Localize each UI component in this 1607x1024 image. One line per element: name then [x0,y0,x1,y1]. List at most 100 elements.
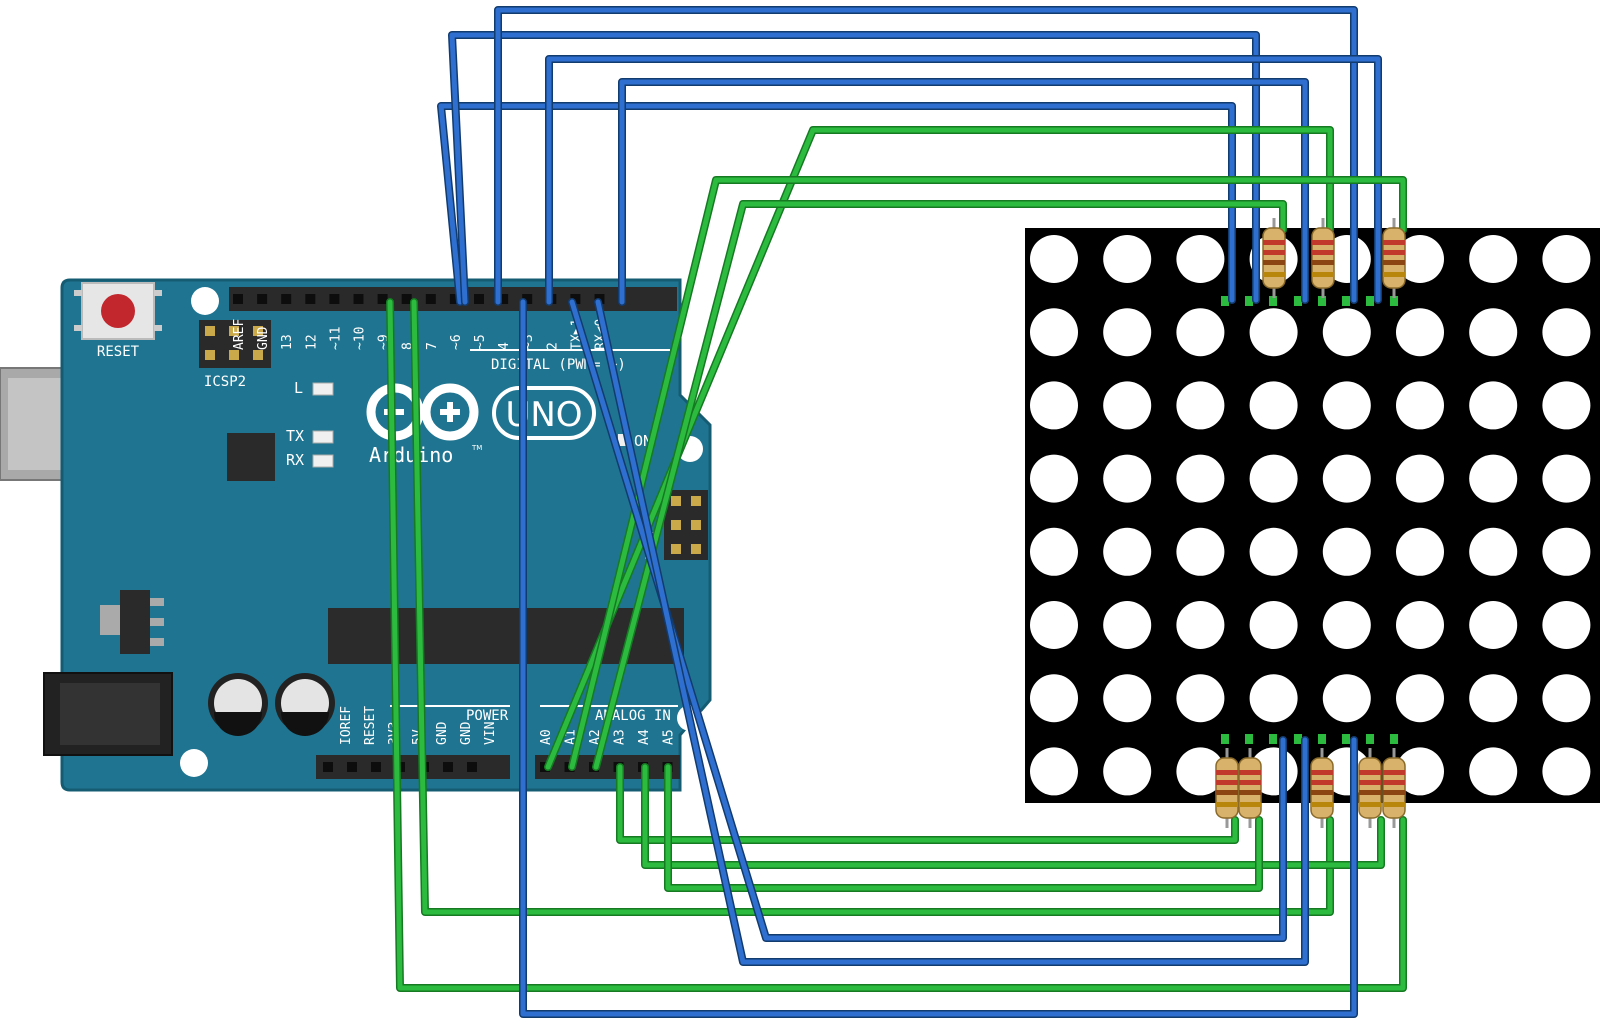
jumper-wire [619,79,1308,305]
uno-label: UNO [505,395,582,435]
matrix-led [1322,527,1371,576]
jumper-wire [593,201,1286,770]
header-pin [257,294,268,304]
pin-label: A3 [613,729,628,745]
header-pin [570,294,581,304]
matrix-led [1396,601,1444,649]
matrix-pin [1390,296,1398,306]
header-pin [305,294,316,304]
header-pin [522,294,533,304]
header-pin [323,762,333,772]
jumper-wire [520,299,1357,1017]
header-pin [233,294,243,304]
jumper-wire [642,764,1384,868]
reset-button[interactable] [74,282,162,340]
led-rx-label: RX [286,451,304,469]
pin-label: AREF [232,319,247,350]
tm-mark: TM [471,444,482,452]
matrix-led [1469,454,1518,503]
matrix-led [1542,674,1591,723]
matrix-pin [1269,296,1277,306]
resistor [1215,748,1239,828]
pin-label: ~5 [473,334,488,350]
digital-header [229,287,677,311]
jumper-wires [386,6,1407,1018]
matrix-led [1249,527,1298,576]
matrix-bottom-pins [1221,734,1398,744]
resistor [1238,748,1262,828]
matrix-led [1396,527,1444,576]
matrix-led [1103,674,1152,723]
matrix-led [1542,747,1591,796]
matrix-led [1542,454,1591,503]
matrix-led [1176,747,1225,796]
pin-label: VIN [483,722,498,745]
analog-header [535,755,680,779]
pin-label: 12 [304,334,319,350]
power-header [316,755,510,779]
jumper-wire [495,7,1357,305]
header-pin [353,294,364,304]
matrix-pin [1342,734,1350,744]
matrix-led [1469,527,1518,576]
matrix-pin [1318,296,1326,306]
resistor [1310,748,1334,828]
pin-label: ~6 [449,334,464,350]
header-pin [401,294,412,304]
reset-label: RESET [97,344,140,360]
matrix-led [1103,235,1152,283]
matrix-led [1469,601,1518,649]
matrix-led [1396,235,1444,283]
matrix-led [1322,308,1371,357]
pin-label: GND [435,721,450,745]
jumper-wire [665,764,1262,891]
matrix-led [1176,308,1225,357]
matrix-led [1103,601,1152,649]
pin-label: RESET [363,706,378,745]
matrix-led [1249,674,1298,723]
usb-chip [227,433,275,481]
matrix-pin [1245,734,1253,744]
header-pin [371,762,381,772]
matrix-pin [1342,296,1350,306]
matrix-pin [1294,296,1302,306]
header-pin [449,294,460,304]
pin-label: A4 [637,729,652,745]
matrix-body [1025,228,1600,803]
matrix-led [1176,381,1225,430]
matrix-pin [1245,296,1253,306]
pin-label: 13 [280,334,295,350]
matrix-led [1469,381,1518,430]
pin-label: 8 [401,342,416,350]
matrix-led [1396,454,1444,503]
matrix-led [1322,381,1371,430]
on-led [618,434,628,446]
matrix-led [1469,747,1518,796]
matrix-pin [1366,734,1374,744]
header-pin [467,762,477,772]
header-pin [425,294,436,304]
matrix-led [1322,235,1371,283]
matrix-led [1030,454,1078,503]
matrix-pin [1221,734,1229,744]
jumper-wire [569,177,1406,770]
led-l-label: L [294,379,303,397]
header-pin [377,294,388,304]
matrix-led [1469,235,1518,283]
power-label: POWER [466,708,509,724]
header-pin [498,294,509,304]
pin-label: 2 [545,342,560,350]
jumper-wire [595,299,1308,965]
matrix-led [1030,308,1078,357]
matrix-led [1030,674,1078,723]
resistor [1382,748,1406,828]
pin-label: GND [256,326,271,350]
icsp2-label: ICSP2 [204,374,246,390]
led-tx-label: TX [286,427,304,445]
matrix-led [1176,601,1225,649]
matrix-led [1396,381,1444,430]
resistor [1382,218,1406,298]
pin-label: IOREF [339,706,354,745]
matrix-pin [1294,734,1302,744]
